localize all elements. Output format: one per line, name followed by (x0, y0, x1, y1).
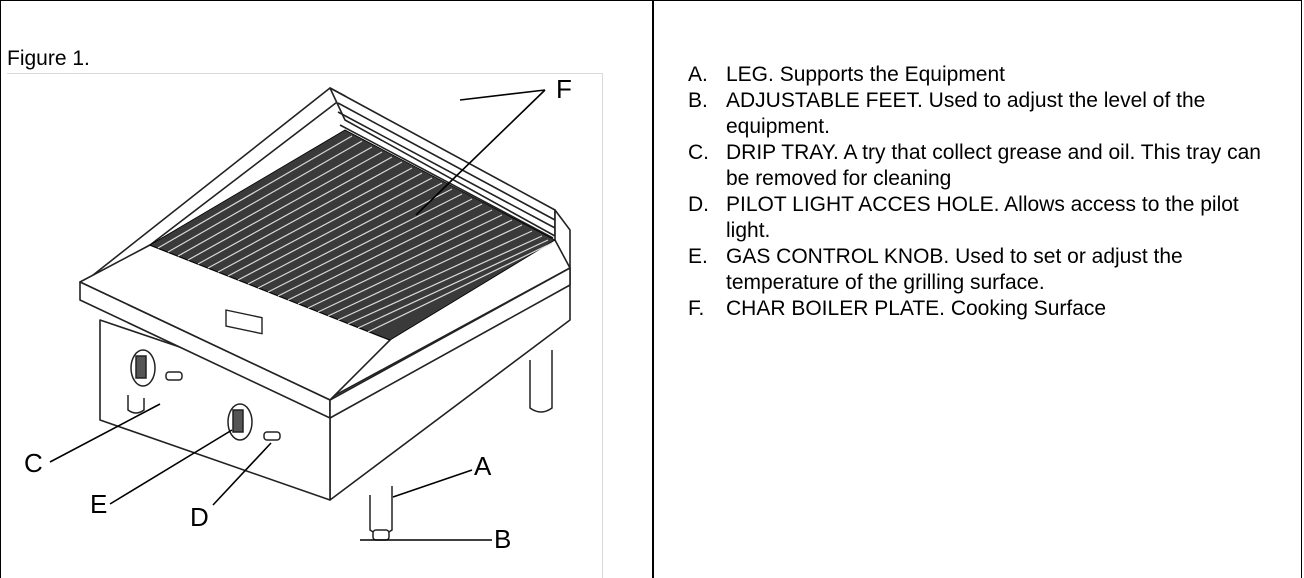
list-item: E. GAS CONTROL KNOB. Used to set or adjus… (688, 244, 1288, 296)
list-item-letter: D. (688, 193, 709, 216)
list-item: C. DRIP TRAY. A try that collect grease a… (688, 140, 1288, 192)
list-item-text: DRIP TRAY. A try that collect grease and… (726, 141, 1261, 190)
column-divider (652, 0, 654, 578)
list-item-letter: B. (688, 89, 708, 112)
list-item: D. PILOT LIGHT ACCES HOLE. Allows access … (688, 192, 1288, 244)
list-item-letter: F. (688, 297, 705, 320)
list-item: A. LEG. Supports the Equipment (688, 62, 1288, 88)
list-item-text: GAS CONTROL KNOB. Used to set or adjust … (726, 245, 1183, 294)
callout-a: A (474, 451, 492, 481)
list-item-text: ADJUSTABLE FEET. Used to adjust the leve… (726, 89, 1206, 138)
figure-label: Figure 1. (7, 47, 90, 70)
callout-c: C (24, 448, 43, 478)
list-item-text: LEG. Supports the Equipment (726, 63, 1005, 86)
list-item-letter: E. (688, 245, 708, 268)
list-item-letter: A. (688, 63, 708, 86)
list-item: F. CHAR BOILER PLATE. Cooking Surface (688, 296, 1288, 322)
list-item: B. ADJUSTABLE FEET. Used to adjust the le… (688, 88, 1288, 140)
char-broiler-drawing: F C E D A B (24, 74, 572, 554)
list-item-text: CHAR BOILER PLATE. Cooking Surface (726, 297, 1107, 320)
parts-list: A. LEG. Supports the Equipment B. ADJUSTAB… (688, 62, 1288, 322)
list-item-letter: C. (688, 141, 709, 164)
figure-frame (7, 73, 603, 578)
list-item-text: PILOT LIGHT ACCES HOLE. Allows access to… (726, 193, 1239, 242)
callout-f: F (556, 74, 572, 104)
callout-e: E (90, 489, 107, 519)
callout-d: D (190, 502, 209, 532)
callout-b: B (494, 524, 511, 554)
